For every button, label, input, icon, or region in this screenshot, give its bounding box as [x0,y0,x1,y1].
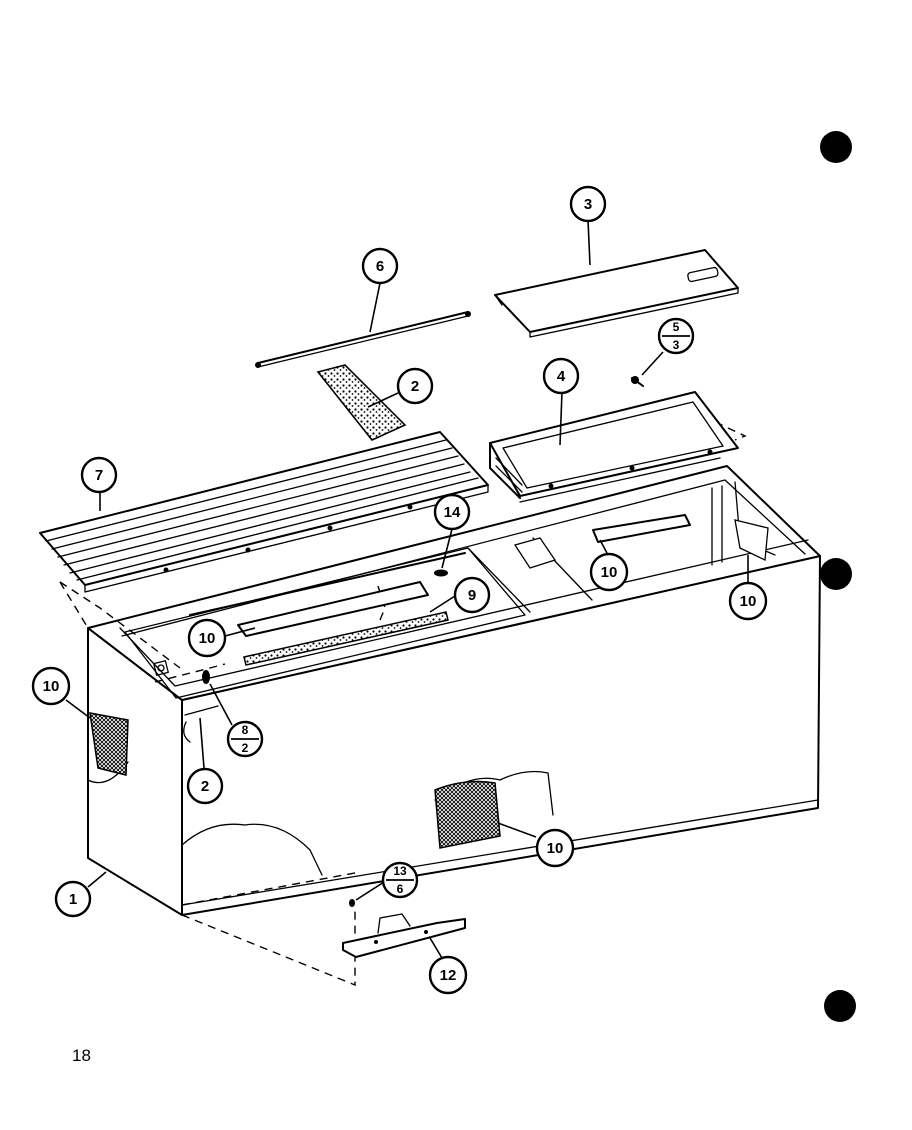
svg-text:3: 3 [673,338,680,352]
callout-14: 14 [433,493,471,531]
svg-text:8: 8 [242,723,249,737]
leader-10-left [65,699,91,719]
svg-text:10: 10 [43,678,60,695]
svg-text:9: 9 [468,587,476,604]
callout-6: 6 [361,247,399,285]
hidden-line-1 [59,581,89,629]
svg-text:2: 2 [201,778,209,795]
page-number: 18 [72,1046,91,1065]
svg-text:10: 10 [547,840,564,857]
leader-10-center [224,627,256,637]
hidden-line-3 [154,663,226,683]
svg-text:6: 6 [397,882,404,896]
svg-text:2: 2 [411,378,419,395]
leader-4 [559,391,563,446]
leader-3 [587,219,591,266]
access-door [494,249,739,338]
leader-82 [209,683,233,726]
leader-2-top [367,392,399,408]
callout-10-bottom: 10 [535,828,575,868]
leader-1 [87,871,107,888]
filter-panel-left [89,712,129,776]
hidden-line-7 [181,871,361,906]
callout-3: 3 [569,185,607,223]
callout-split-5-3: 5 3 [657,317,695,355]
svg-text:13: 13 [393,864,407,878]
svg-text:14: 14 [444,504,461,521]
callout-9: 9 [453,576,491,614]
screw-top [631,376,644,387]
callout-10-right: 10 [728,581,768,621]
leader-10-mid [599,539,608,554]
registration-dot-2 [820,558,852,590]
leader-10-bottom [497,822,537,838]
callout-7: 7 [80,456,118,494]
callout-4: 4 [542,357,580,395]
control-strip [243,611,449,666]
callout-split-13-6: 13 6 [381,861,419,899]
leader-9 [429,595,456,613]
support-rod [255,311,471,368]
callout-12: 12 [428,955,468,995]
discharge-frame [489,391,739,503]
callout-10-mid: 10 [589,552,629,592]
svg-text:10: 10 [740,593,757,610]
filter-panel-slot-center [237,581,429,637]
leader-6 [369,282,381,333]
hidden-line-4 [181,910,356,987]
svg-text:1: 1 [69,891,77,908]
mounting-bracket [342,913,466,958]
screw-control [202,670,210,684]
filter-panel-slot-right [592,514,691,543]
screw-bottom [349,899,355,907]
leader-136 [355,881,385,901]
svg-text:10: 10 [601,564,618,581]
callout-10-center: 10 [187,618,227,658]
registration-dot-1 [820,131,852,163]
svg-text:12: 12 [440,967,457,984]
screw-deck [434,569,448,577]
filter-panel-bottom [434,780,501,849]
svg-text:7: 7 [95,467,103,484]
callout-2-bottom: 2 [186,767,224,805]
leader-2-bottom [199,717,205,769]
filter-panel-top [513,537,557,569]
callout-2-top: 2 [396,367,434,405]
foam-pad [316,364,407,441]
svg-text:4: 4 [557,368,566,385]
louvered-grille [39,431,489,593]
leader-53 [641,351,664,376]
svg-text:10: 10 [199,630,216,647]
registration-dot-3 [824,990,856,1022]
callout-1: 1 [54,880,92,918]
leader-14 [441,528,453,569]
leader-12 [429,937,443,959]
svg-text:5: 5 [673,320,680,334]
hidden-line-2 [59,581,181,669]
svg-text:3: 3 [584,196,592,213]
callout-split-8-2: 8 2 [226,720,264,758]
svg-text:6: 6 [376,258,384,275]
filter-panel-right [734,519,769,561]
callout-10-left: 10 [31,666,71,706]
svg-text:2: 2 [242,741,249,755]
